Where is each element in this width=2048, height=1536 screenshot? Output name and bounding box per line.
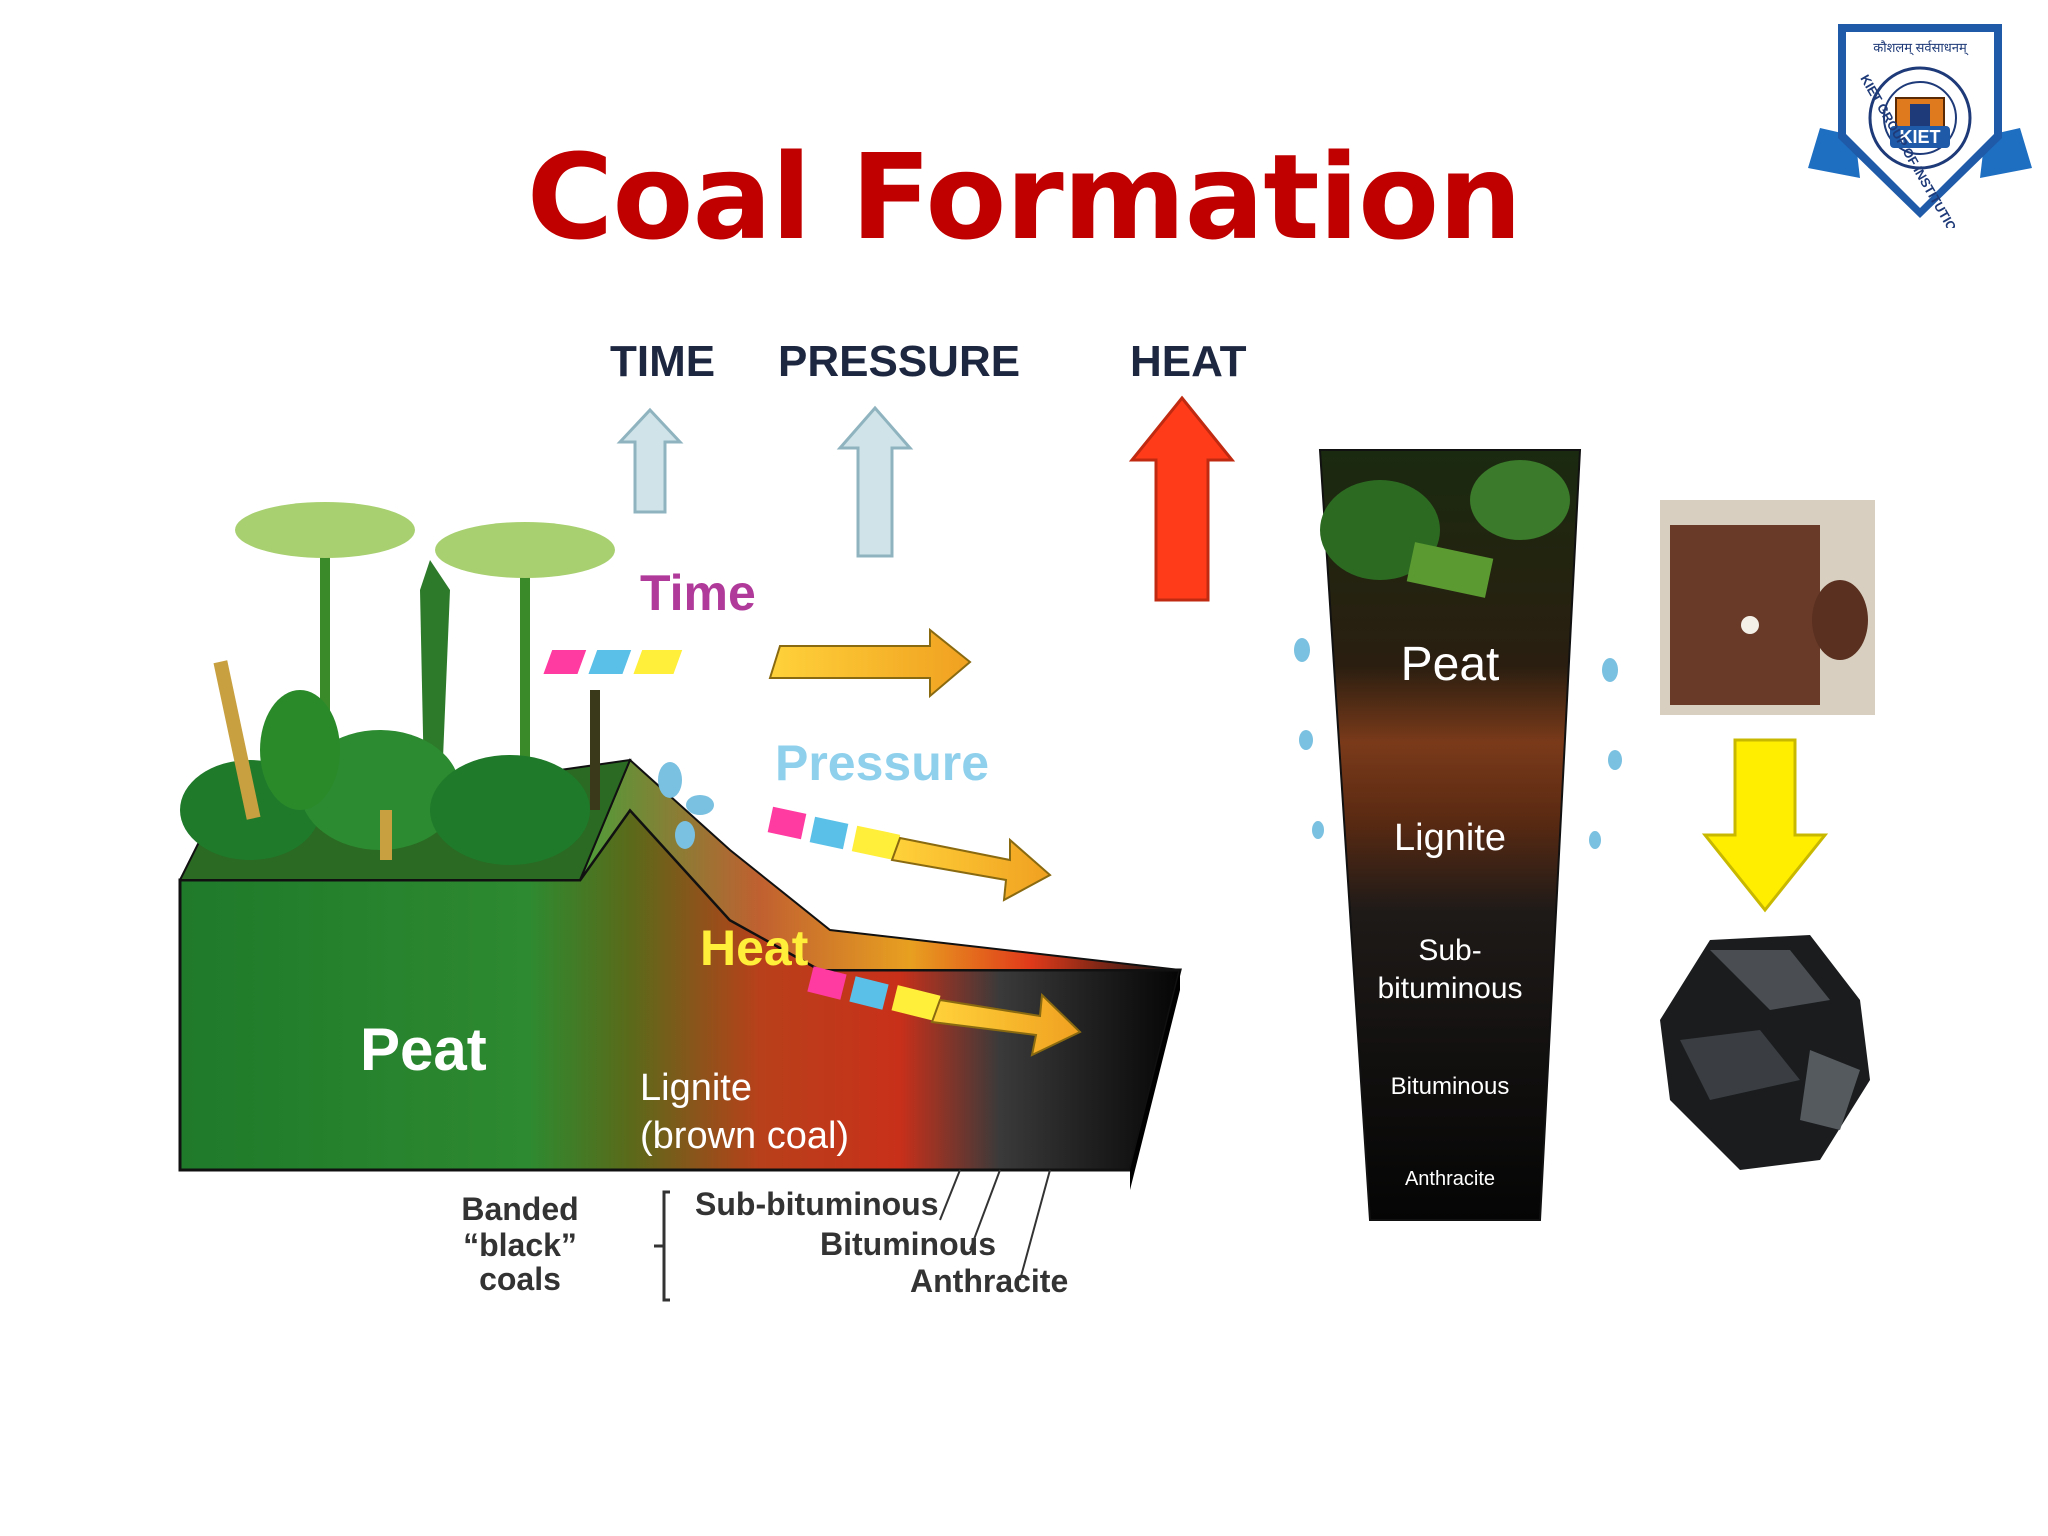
logo-motto: कौशलम् सर्वसाधनम् [1873, 40, 1969, 56]
factor-heat-label: HEAT [1130, 337, 1247, 386]
column-vegetation-icon [1320, 460, 1570, 598]
pressure-up-arrow-icon [836, 405, 914, 558]
kiet-logo: कौशलम् सर्वसाधनम् KIET KIET GROUP OF INS… [1808, 24, 2032, 228]
coal-lump-photo [1660, 935, 1870, 1170]
column-sub-label-1: Sub- [1418, 934, 1481, 967]
coal-formation-block-diagram: Peat Lignite (brown coal) Time Pressure … [178, 502, 1182, 1302]
column-peat-label: Peat [1401, 638, 1500, 691]
coal-column-diagram: Peat Lignite Sub- bituminous Bituminous … [1294, 449, 1622, 1221]
time-process-arrow [543, 627, 972, 699]
column-anthracite-label: Anthracite [1405, 1168, 1495, 1190]
heat-arrow-label: Heat [700, 920, 809, 976]
water-splash-icon [658, 762, 714, 849]
column-water-drops-icon [1294, 638, 1622, 849]
pressure-arrow-label: Pressure [775, 735, 989, 791]
forest-icon [180, 502, 615, 865]
heat-process-arrow [807, 966, 1082, 1057]
banded-coals-label-3: coals [479, 1261, 561, 1297]
yellow-down-arrow-icon [1701, 738, 1829, 913]
factor-indicators: TIME PRESSURE HEAT [610, 337, 1247, 602]
time-arrow-label: Time [640, 565, 756, 621]
peat-sample-photo [1660, 500, 1875, 715]
block-peat-label: Peat [360, 1016, 487, 1083]
banded-coals-label-2: “black” [463, 1227, 577, 1263]
anthracite-label: Anthracite [910, 1263, 1068, 1299]
logo-badge: KIET [1899, 127, 1940, 147]
column-bituminous-label: Bituminous [1391, 1073, 1510, 1100]
bituminous-label: Bituminous [820, 1226, 996, 1262]
slide-title: Coal Formation [526, 128, 1522, 266]
pressure-process-arrow [767, 806, 1052, 902]
factor-pressure-label: PRESSURE [778, 337, 1020, 386]
heat-up-arrow-icon [1128, 395, 1236, 602]
column-sub-label-2: bituminous [1377, 972, 1522, 1005]
sub-bituminous-label: Sub-bituminous [695, 1186, 939, 1222]
factor-time-label: TIME [610, 337, 715, 386]
block-lignite-sub-label: (brown coal) [640, 1115, 849, 1157]
time-up-arrow-icon [616, 407, 684, 514]
column-lignite-label: Lignite [1394, 817, 1506, 859]
banded-coals-label-1: Banded [461, 1191, 578, 1227]
block-lignite-label: Lignite [640, 1067, 752, 1109]
bracket [654, 1190, 670, 1302]
